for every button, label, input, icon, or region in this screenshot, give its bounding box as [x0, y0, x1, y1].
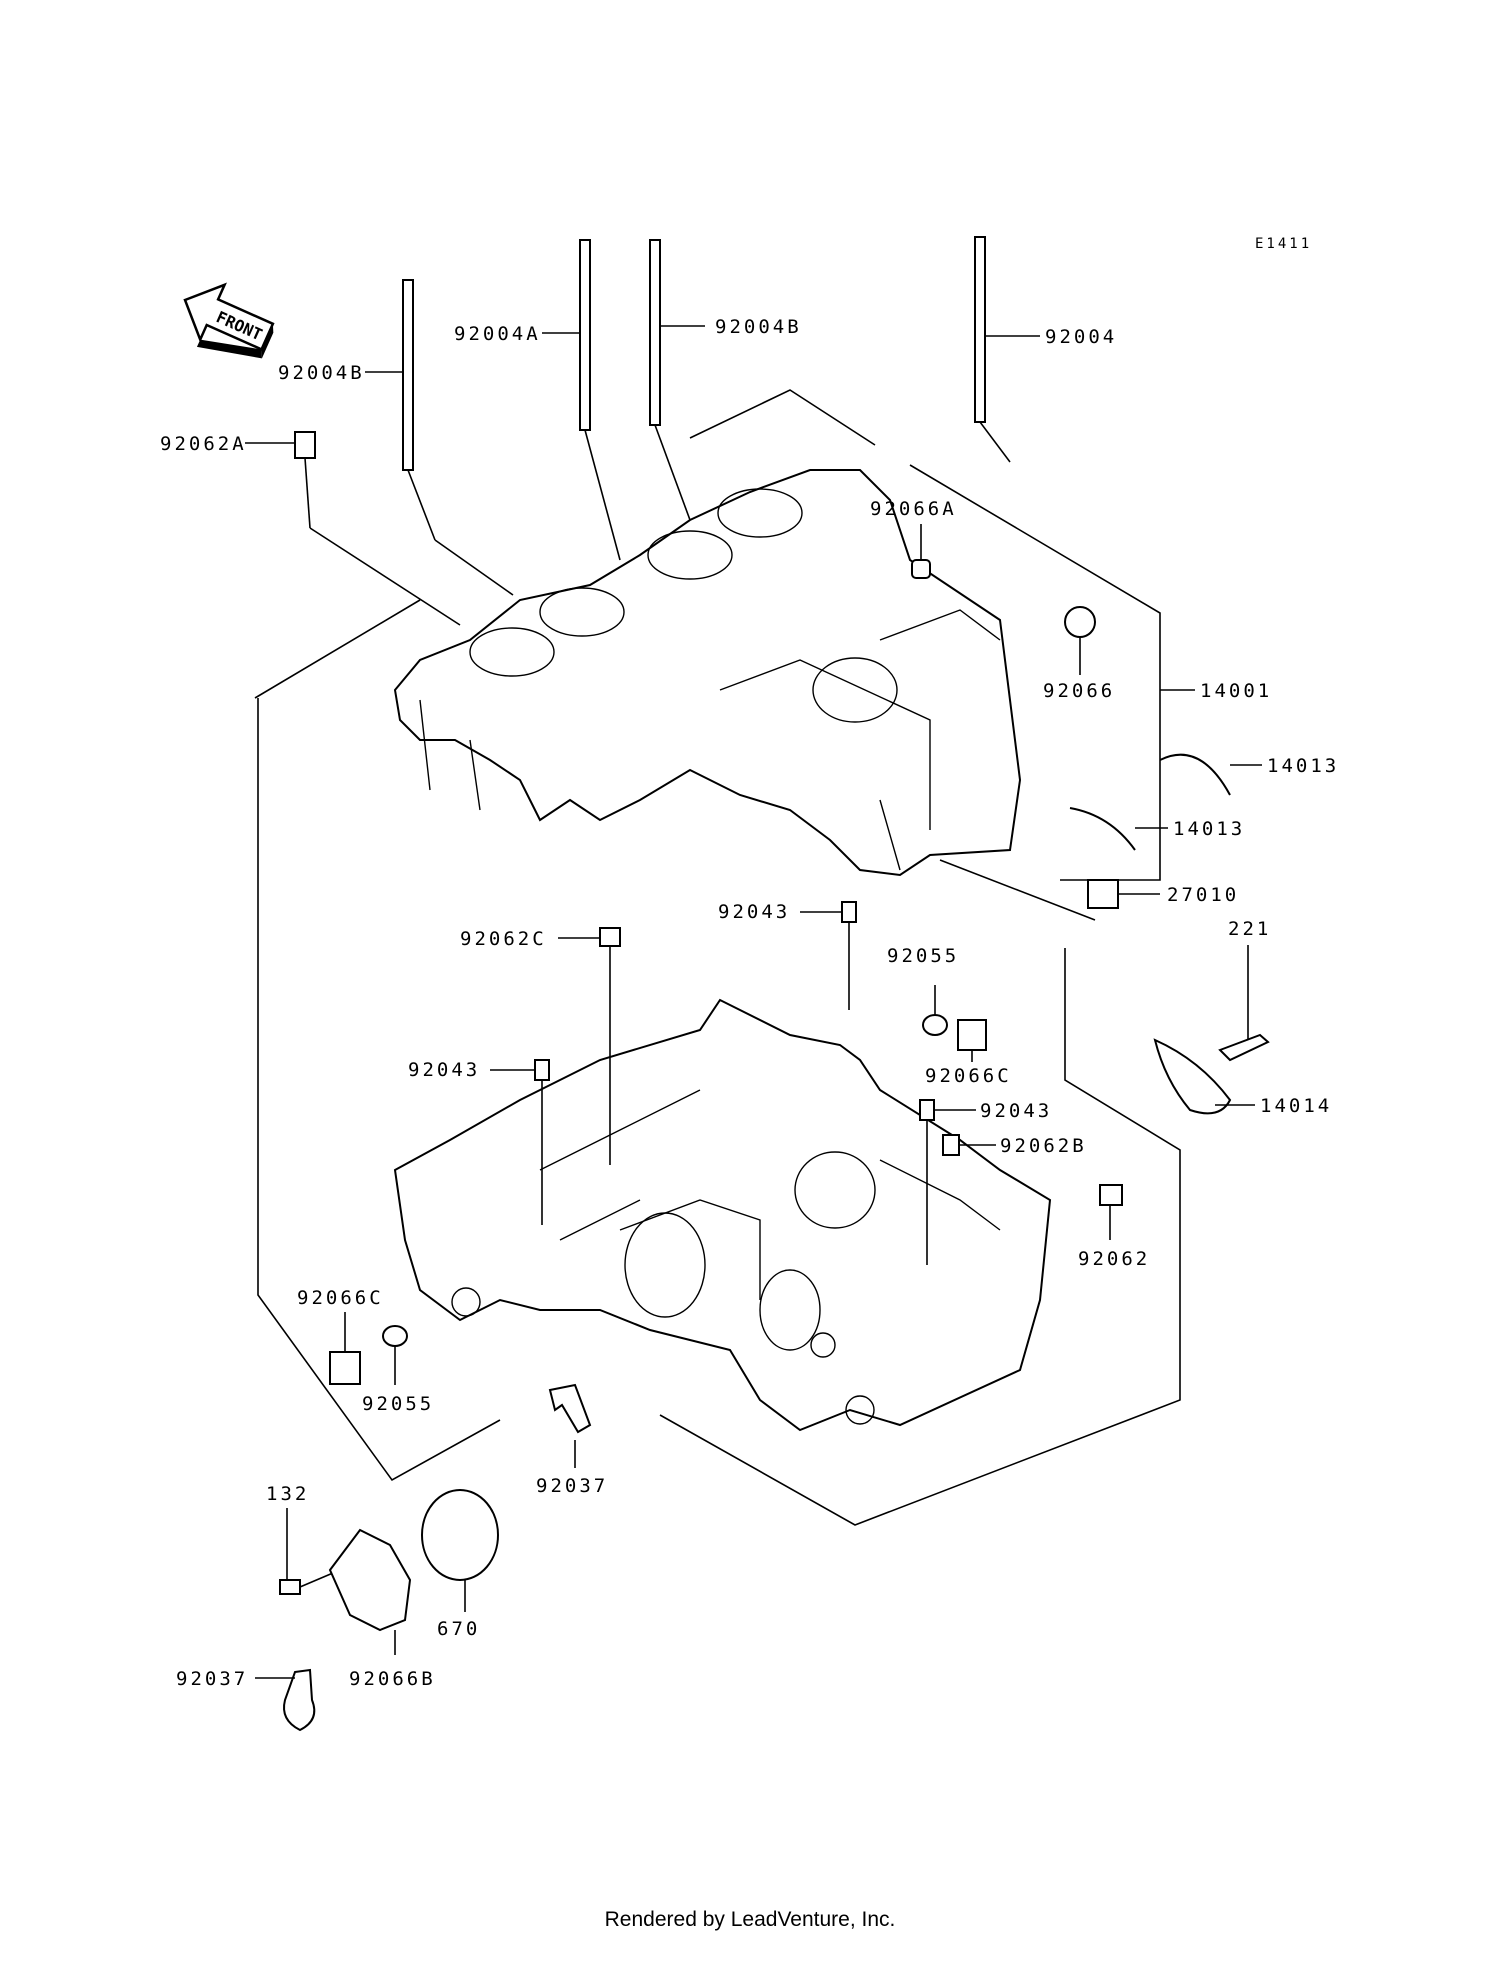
label-92055-left: 92055	[362, 1393, 434, 1415]
dowel-92062A-part	[294, 431, 316, 459]
plug-92062C-part	[599, 927, 621, 947]
lower-crankcase	[393, 998, 1052, 1432]
label-92066C-left: 92066C	[297, 1287, 384, 1309]
pin-92043-left-part	[534, 1059, 550, 1081]
label-27010: 27010	[1167, 884, 1239, 906]
diagram-code: E1411	[1255, 236, 1312, 252]
label-92066A: 92066A	[870, 498, 957, 520]
plate-14014-part	[1153, 1038, 1232, 1115]
stud-bolt-92004A	[579, 239, 621, 561]
dowel-92062B-part	[942, 1134, 960, 1156]
label-92066C-right: 92066C	[925, 1065, 1012, 1087]
label-92066B: 92066B	[349, 1668, 436, 1690]
clamp-92037-bottom-part	[283, 1668, 316, 1732]
label-92055-right: 92055	[887, 945, 959, 967]
cap-92066B-part	[328, 1528, 412, 1632]
front-arrow-icon: FRONT	[183, 282, 275, 359]
label-92043-left: 92043	[408, 1059, 480, 1081]
bearing-14013-a-part	[1159, 753, 1231, 796]
label-132: 132	[266, 1483, 309, 1505]
label-92004B-left: 92004B	[278, 362, 365, 384]
label-14013-a: 14013	[1267, 755, 1339, 777]
footer-credit: Rendered by LeadVenture, Inc.	[604, 1908, 896, 1931]
stud-bolt-92004B-mid	[649, 239, 691, 521]
stud-bolt-92004	[974, 236, 1011, 463]
stud-bolt-92004B-left	[402, 279, 514, 596]
leader-lines	[245, 325, 1262, 1679]
label-14013-b: 14013	[1173, 818, 1245, 840]
label-14001: 14001	[1200, 680, 1272, 702]
label-92037-bottom: 92037	[176, 1668, 248, 1690]
ring-92055-left-part	[382, 1325, 408, 1347]
label-92037-center: 92037	[536, 1475, 608, 1497]
label-92062A: 92062A	[160, 433, 247, 455]
label-14014: 14014	[1260, 1095, 1332, 1117]
switch-27010-part	[1087, 879, 1119, 909]
label-92062C: 92062C	[460, 928, 547, 950]
label-92043-right: 92043	[980, 1100, 1052, 1122]
plug-92066-part	[1064, 606, 1096, 638]
bearing-14013-b-part	[1069, 807, 1136, 851]
label-92004A: 92004A	[454, 323, 541, 345]
label-92062B: 92062B	[1000, 1135, 1087, 1157]
label-221: 221	[1228, 918, 1271, 940]
label-92066: 92066	[1043, 680, 1115, 702]
label-92043-top: 92043	[718, 901, 790, 923]
plug-92066C-left-part	[329, 1351, 361, 1385]
oring-670-part	[421, 1489, 499, 1581]
plug-92066C-right-part	[957, 1019, 987, 1051]
bolt-221-part	[1218, 1033, 1270, 1062]
label-92004: 92004	[1045, 326, 1117, 348]
label-92004B-mid: 92004B	[715, 316, 802, 338]
label-670: 670	[437, 1618, 480, 1640]
label-92062: 92062	[1078, 1248, 1150, 1270]
pin-92043-top-part	[841, 901, 857, 923]
assembly-outline-lower	[257, 698, 1181, 1526]
upper-crankcase	[393, 469, 1022, 877]
plug-92066A-part	[911, 559, 931, 579]
plug-92062-part	[1099, 1184, 1123, 1206]
clamp-92037-center-part	[548, 1383, 592, 1434]
ring-92055-right-part	[922, 1014, 948, 1036]
bolt-132-part	[279, 1579, 301, 1595]
pin-92043-right-part	[919, 1099, 935, 1121]
